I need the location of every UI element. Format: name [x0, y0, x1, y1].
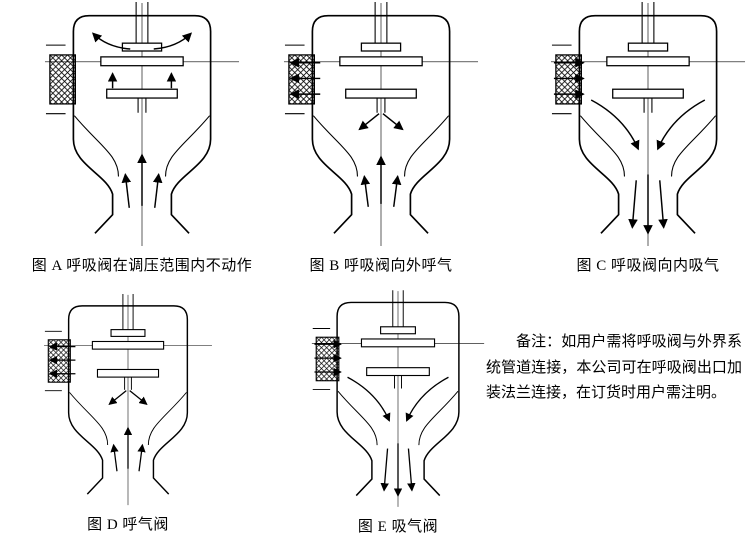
figure-d-caption: 图 D 呼气阀 — [87, 517, 169, 533]
figure-e: 图 E 吸气阀 — [298, 290, 498, 536]
figure-a: 图 A 呼吸阀在调压范围内不动作 — [14, 2, 270, 275]
inhale-valve-diagram — [311, 290, 485, 508]
valve-exhale-outward-diagram — [283, 2, 479, 247]
figure-e-caption: 图 E 吸气阀 — [357, 519, 439, 535]
figure-c: 图 C 呼吸阀向内吸气 — [550, 2, 746, 275]
figure-d: 图 D 呼气阀 — [18, 294, 238, 534]
figure-a-caption: 图 A 呼吸阀在调压范围内不动作 — [31, 258, 253, 274]
valve-inhale-inward-diagram — [550, 2, 746, 247]
valve-no-action-diagram — [44, 2, 240, 247]
figure-b-caption: 图 B 呼吸阀向外呼气 — [309, 258, 453, 274]
exhale-valve-diagram — [43, 294, 213, 506]
figure-b: 图 B 呼吸阀向外呼气 — [283, 2, 479, 275]
order-note: 备注：如用户需将呼吸阀与外界系统管道连接，本公司可在呼吸阀出口加装法兰连接，在订… — [486, 334, 742, 401]
figure-c-caption: 图 C 呼吸阀向内吸气 — [576, 258, 720, 274]
